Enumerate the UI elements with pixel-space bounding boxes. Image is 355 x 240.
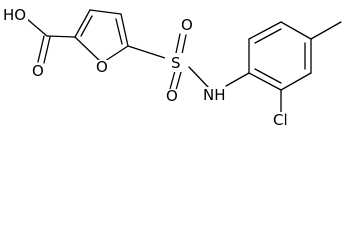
bond-furan-o-c2 bbox=[74, 36, 103, 64]
bond-cooh-furan bbox=[46, 35, 76, 38]
atom-label-furan-o: O bbox=[96, 58, 108, 76]
bond-s-o-top-a bbox=[175, 33, 181, 54]
bond-furan-s bbox=[127, 45, 166, 59]
bond-furan-c4-c5 bbox=[120, 13, 129, 47]
bond-s-o-bottom-a bbox=[169, 70, 176, 90]
atom-label-sulfur: S bbox=[171, 54, 181, 72]
bond-c-o-double-b bbox=[43, 36, 51, 64]
atom-label-carbonyl-o: O bbox=[32, 62, 44, 80]
bond-furan-c2-c3-inner bbox=[80, 15, 93, 37]
bond-furan-c4-c5-inner bbox=[115, 18, 123, 45]
bond-methyl bbox=[310, 21, 342, 40]
bond-benzene-6-1 bbox=[248, 72, 282, 91]
bond-benzene-2-3-inner bbox=[254, 28, 282, 44]
bond-c-o-double-a bbox=[37, 35, 45, 63]
bond-benzene-6-1-inner bbox=[254, 68, 282, 84]
atom-label-carboxyl-oh: HO bbox=[3, 6, 26, 24]
atom-label-sulfonyl-o-top: O bbox=[181, 16, 193, 34]
bond-n-benzene bbox=[225, 72, 250, 87]
bond-benzene-5-6 bbox=[280, 72, 312, 91]
atom-label-backgrounds bbox=[2, 6, 293, 128]
atom-labels: HO O O S O O NH Cl bbox=[3, 6, 288, 129]
bond-benzene-3-4 bbox=[280, 21, 312, 40]
molecule-structure: HO O O S O O NH Cl bbox=[2, 6, 342, 129]
bond-s-o-top-b bbox=[181, 34, 187, 55]
bonds bbox=[26, 9, 342, 114]
bond-ho-c bbox=[26, 18, 48, 37]
structure-canvas: HO O O S O O NH Cl bbox=[2, 6, 342, 129]
atom-label-amine: NH bbox=[203, 86, 226, 104]
atom-label-sulfonyl-o-bottom: O bbox=[166, 87, 178, 105]
bond-s-o-bottom-b bbox=[175, 71, 182, 91]
bond-furan-c3-c4 bbox=[89, 9, 122, 15]
bond-benzene-2-3 bbox=[248, 21, 282, 40]
bond-s-n bbox=[188, 66, 210, 89]
atom-label-chloro: Cl bbox=[273, 111, 288, 129]
bond-furan-c2-c3 bbox=[74, 9, 91, 38]
